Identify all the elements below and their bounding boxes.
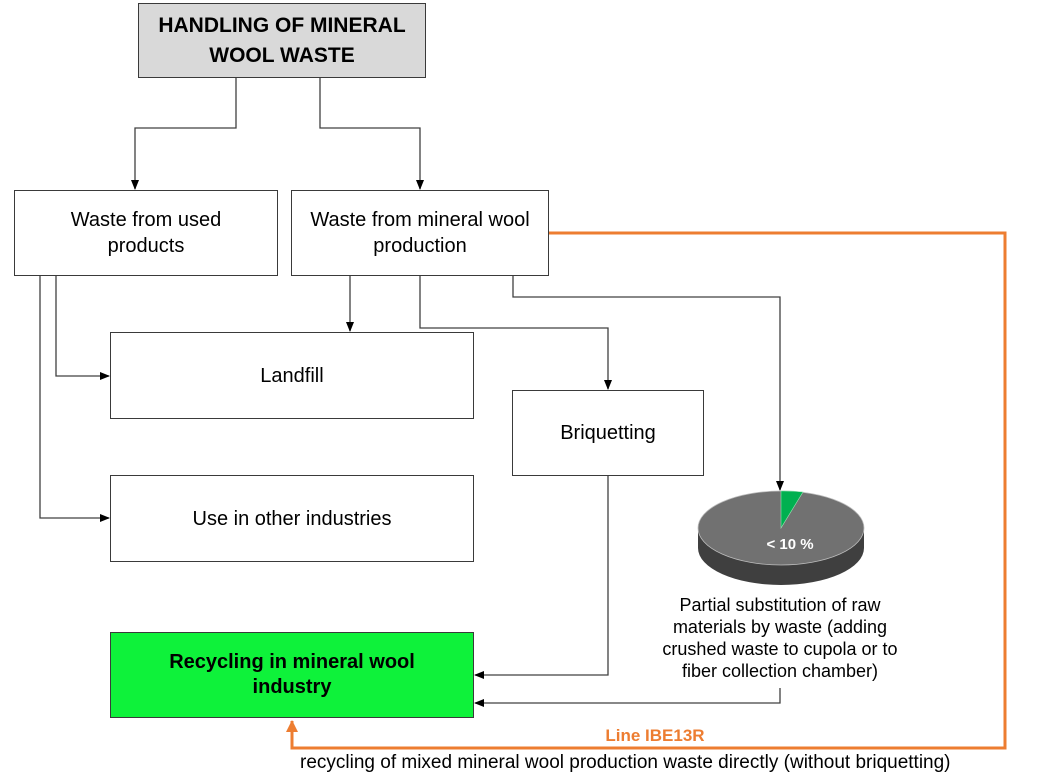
- arrow-production-to-pie: [512, 276, 784, 491]
- node-production-waste-label: Waste from mineral wool production: [310, 209, 530, 257]
- arrow-used-to-other: [39, 276, 110, 522]
- arrow-root-to-production: [319, 78, 424, 190]
- pie-slice-waste: [780, 490, 804, 530]
- orange-line-label: Line IBE13R: [605, 726, 705, 745]
- node-recycling-label: Recycling in mineral wool industry: [169, 651, 415, 698]
- node-recycling: Recycling in mineral wool industry: [110, 632, 474, 718]
- node-production-waste: Waste from mineral wool production: [291, 190, 549, 276]
- node-used-products-label: Waste from used products: [70, 209, 222, 257]
- node-used-products: Waste from used products: [14, 190, 278, 276]
- orange-line-caption: recycling of mixed mineral wool producti…: [300, 752, 951, 773]
- node-landfill-label: Landfill: [260, 364, 324, 387]
- root-node: HANDLING OF MINERAL WOOL WASTE: [138, 3, 426, 78]
- node-briquetting-label: Briquetting: [560, 422, 656, 444]
- arrow-briquetting-to-recycling: [474, 476, 609, 679]
- arrow-pie-to-recycling: [474, 688, 781, 707]
- pie-percent-label: < 10 %: [766, 536, 814, 553]
- pie-side: [698, 528, 864, 585]
- node-other-industries: Use in other industries: [110, 475, 474, 562]
- pie-caption: Partial substitution of raw materials by…: [662, 595, 898, 681]
- pie-chart: [697, 490, 865, 585]
- orange-line-ibe13r: [286, 231, 1007, 750]
- node-other-industries-label: Use in other industries: [192, 507, 392, 530]
- node-landfill: Landfill: [110, 332, 474, 419]
- node-briquetting: Briquetting: [512, 390, 704, 476]
- arrow-root-to-used: [131, 78, 237, 190]
- root-node-label: HANDLING OF MINERAL WOOL WASTE: [158, 13, 406, 67]
- arrow-production-to-briquetting: [419, 276, 612, 390]
- arrow-used-to-landfill: [55, 276, 110, 380]
